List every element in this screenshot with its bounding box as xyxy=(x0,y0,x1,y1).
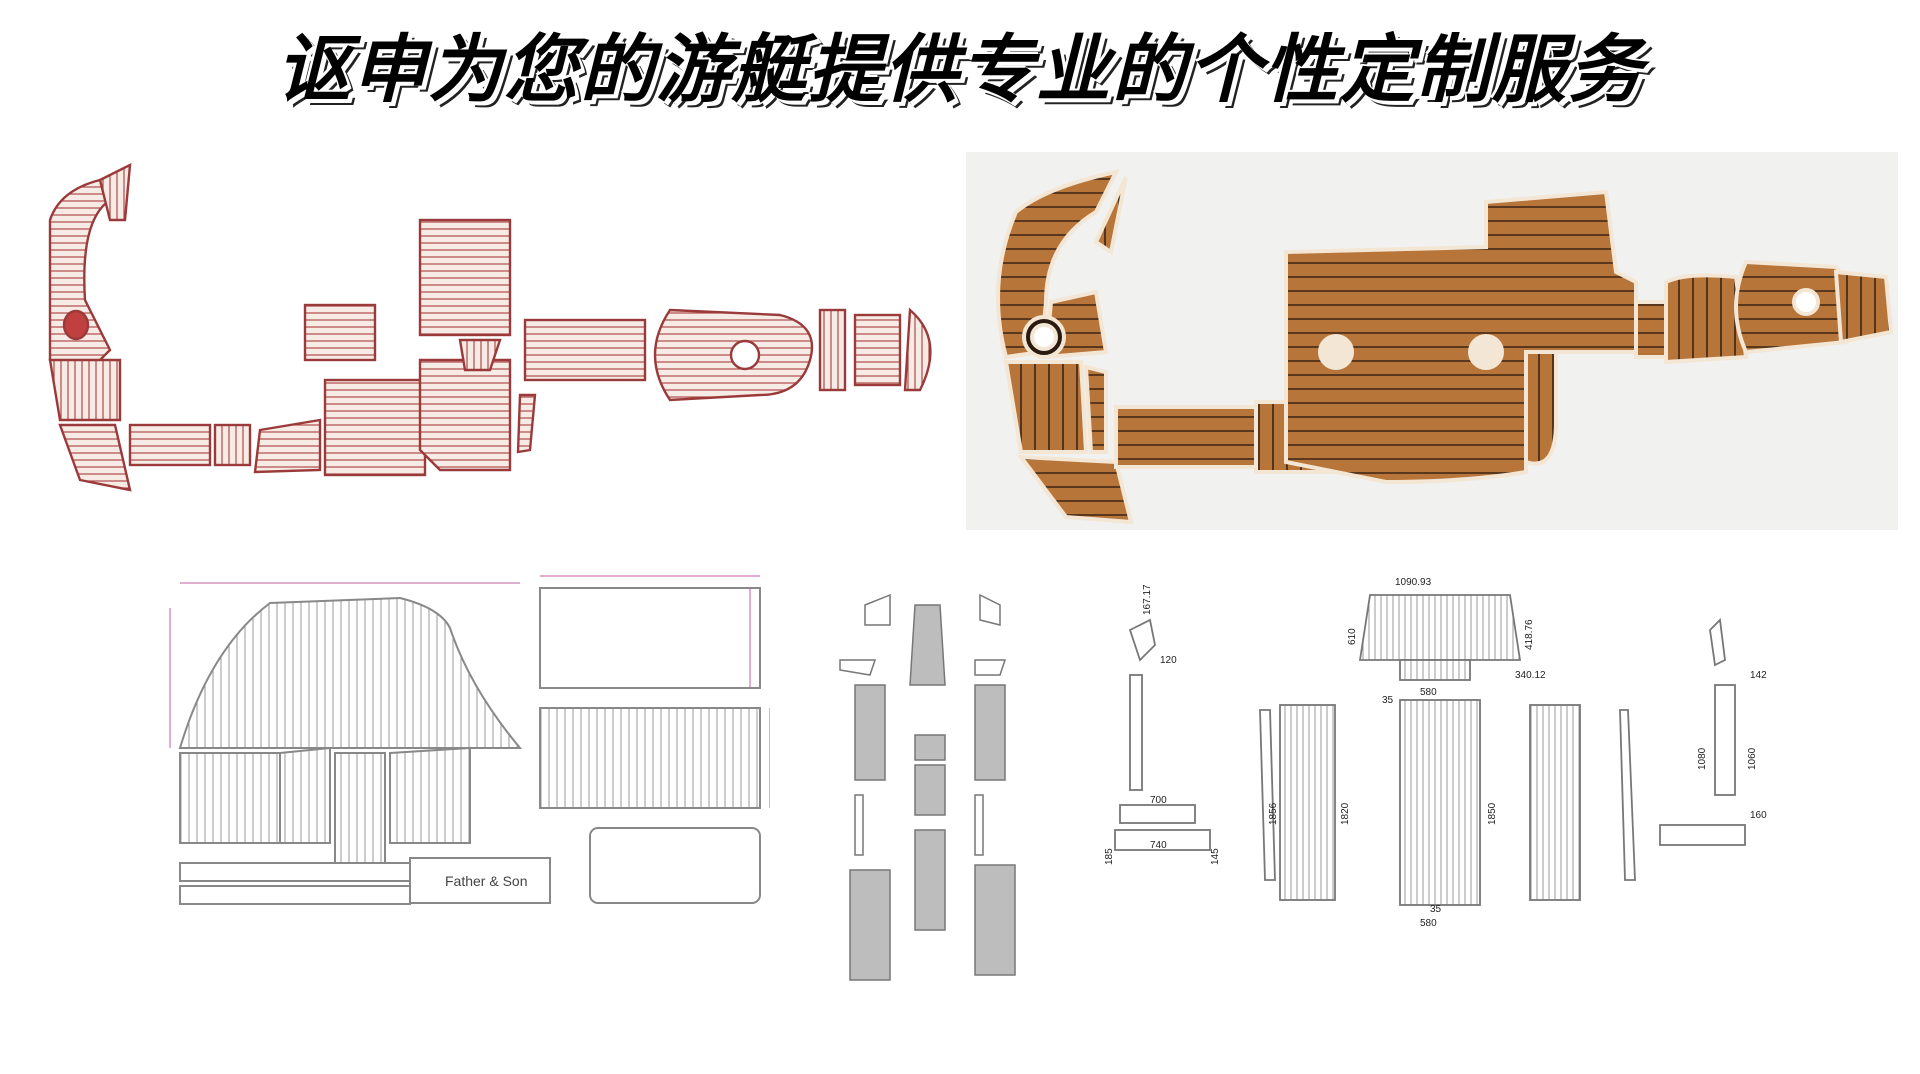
technical-drawing-cushions xyxy=(830,565,1030,985)
dim-label: 580 xyxy=(1420,687,1437,698)
dim-label: 340.12 xyxy=(1515,670,1546,681)
dim-label: 35 xyxy=(1430,904,1442,915)
teak-deck-render xyxy=(966,152,1898,530)
page-title: 讴申为您的游艇提供专业的个性定制服务 xyxy=(276,27,1644,113)
dim-label: 1856 xyxy=(1268,802,1279,825)
dim-label: 1090.93 xyxy=(1395,577,1432,588)
dim-label: 160 xyxy=(1750,810,1767,821)
technical-drawing-dimensions: 167.17 120 700 740 185 145 1090.93 610 4… xyxy=(1100,560,1900,950)
dim-label: 167.17 xyxy=(1142,584,1153,615)
dim-label: 1850 xyxy=(1487,802,1498,825)
dim-label: 580 xyxy=(1420,918,1437,929)
dim-label: 185 xyxy=(1104,848,1115,865)
dim-label: 740 xyxy=(1150,840,1167,851)
dim-label: 142 xyxy=(1750,670,1767,681)
drawing-brand-label: Father & Son xyxy=(445,873,528,889)
dim-label: 145 xyxy=(1210,848,1221,865)
technical-drawing-aft-deck: Father & Son xyxy=(150,568,770,918)
dim-label: 610 xyxy=(1347,628,1358,645)
dim-label: 35 xyxy=(1382,695,1394,706)
dim-label: 1060 xyxy=(1747,747,1758,770)
dim-label: 120 xyxy=(1160,655,1177,666)
dim-label: 418.76 xyxy=(1524,619,1535,650)
dim-label: 1080 xyxy=(1697,747,1708,770)
dim-label: 700 xyxy=(1150,795,1167,806)
outline-deck-drawing xyxy=(20,160,960,510)
dim-label: 1820 xyxy=(1340,802,1351,825)
